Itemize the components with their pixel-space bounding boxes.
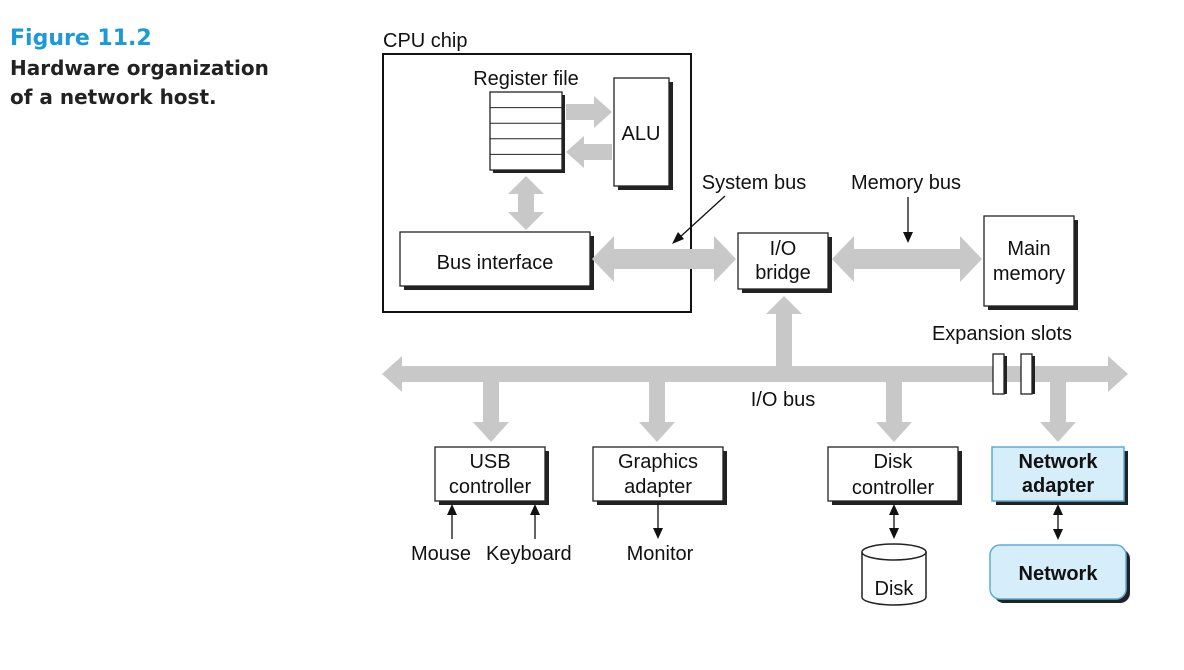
graphics-adapter-box — [592, 446, 724, 502]
disk-cylinder — [861, 543, 927, 606]
main-memory-label-line2: memory — [993, 263, 1065, 285]
register-file — [489, 91, 565, 173]
figure-number: Figure 11.2 — [10, 26, 152, 51]
network-adapter-label-line1: Network — [1019, 451, 1099, 473]
main-memory-label-line1: Main — [1007, 238, 1050, 260]
memory-bus-arrow — [832, 236, 982, 282]
figure-caption: Figure 11.2 Hardware organization of a n… — [10, 24, 340, 112]
system-bus-arrow — [592, 236, 736, 282]
network-box — [989, 544, 1127, 600]
memory-bus-label: Memory bus — [851, 172, 961, 194]
graphics-drop-arrow — [639, 380, 675, 442]
io-bus-arrow — [382, 356, 1128, 392]
system-bus-pointer — [678, 195, 726, 239]
expansion-slot-1 — [992, 353, 1005, 395]
figure-title-line1: Hardware organization — [10, 56, 269, 80]
bridge-io-bus-connector — [766, 296, 802, 368]
expansion-slot-2 — [1020, 353, 1033, 395]
register-file-label: Register file — [473, 68, 579, 90]
disk-drop-arrow — [876, 380, 912, 442]
graphics-adapter-label-line2: adapter — [624, 476, 692, 498]
alu-to-regfile-arrow — [566, 136, 612, 168]
keyboard-label: Keyboard — [486, 543, 572, 565]
io-bus-label: I/O bus — [751, 389, 815, 411]
bus-interface-label: Bus interface — [437, 252, 554, 274]
bus-interface-box — [399, 231, 591, 287]
io-bridge-label-line1: I/O — [770, 238, 797, 260]
network-drop-arrow — [1040, 380, 1076, 442]
usb-controller-label-line2: controller — [449, 476, 532, 498]
main-memory-box — [983, 215, 1075, 307]
regfile-businterface-arrow — [508, 176, 544, 230]
system-bus-label: System bus — [702, 172, 806, 194]
figure-title-line2: of a network host. — [10, 85, 217, 109]
mouse-label: Mouse — [411, 543, 471, 565]
usb-controller-box — [434, 446, 546, 502]
disk-controller-label-line2: controller — [852, 477, 935, 499]
cpu-chip-label: CPU chip — [383, 30, 467, 52]
graphics-adapter-label-line1: Graphics — [618, 451, 698, 473]
io-bridge-box — [737, 232, 829, 290]
disk-controller-label-line1: Disk — [874, 451, 914, 473]
alu-box — [613, 77, 670, 187]
expansion-slots-label: Expansion slots — [932, 323, 1072, 345]
network-adapter-label-line2: adapter — [1022, 475, 1094, 497]
regfile-to-alu-arrow — [566, 96, 612, 128]
disk-controller-box — [827, 446, 959, 502]
usb-drop-arrow — [473, 380, 509, 442]
alu-label: ALU — [622, 123, 661, 145]
usb-controller-label-line1: USB — [469, 451, 510, 473]
network-adapter-box — [991, 446, 1125, 502]
io-bridge-label-line2: bridge — [755, 262, 811, 284]
network-label: Network — [1019, 563, 1099, 585]
monitor-label: Monitor — [627, 543, 694, 565]
disk-label: Disk — [875, 578, 915, 600]
